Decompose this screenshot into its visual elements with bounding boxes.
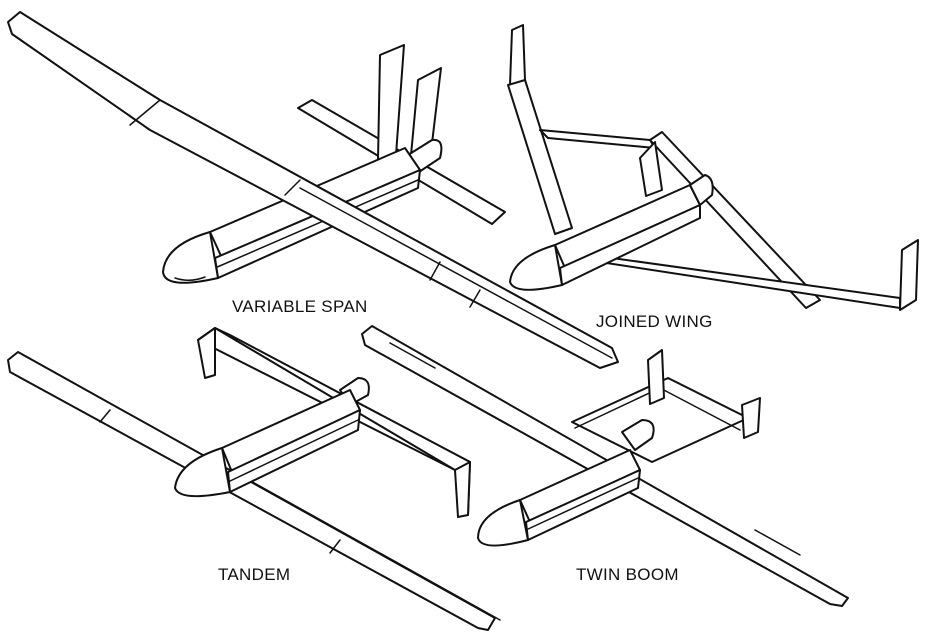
twin-boom-aircraft: TWIN BOOM (361, 325, 849, 607)
twin-boom-label: TWIN BOOM (576, 565, 679, 584)
joined-wing-aircraft: JOINED WING (507, 24, 919, 331)
joined-wing-fuselage (554, 174, 714, 286)
joined-wing-vertical-tail (639, 141, 663, 197)
joined-wing-nose (509, 244, 563, 291)
variable-span-wing (7, 11, 619, 369)
joined-wing-tip-fin (899, 239, 919, 311)
variable-span-label: VARIABLE SPAN (232, 297, 368, 316)
twin-boom-vertical-fins (647, 349, 761, 439)
twin-boom-fuselage (519, 449, 641, 541)
variable-span-nose (162, 231, 219, 284)
variable-span-aircraft: VARIABLE SPAN (7, 11, 619, 369)
twin-boom-nose (477, 499, 529, 547)
joined-wing-label: JOINED WING (596, 312, 713, 331)
variable-span-vertical-fins (377, 44, 442, 167)
tandem-fuselage (221, 389, 361, 493)
twin-boom-engine-pod (621, 419, 655, 451)
joined-wing-front-wing (507, 24, 573, 235)
tandem-nose (174, 447, 231, 498)
joined-wing-rear-wing (539, 129, 901, 309)
tandem-aircraft: TANDEM (7, 327, 501, 631)
tandem-label: TANDEM (218, 565, 290, 584)
tandem-front-wing (7, 351, 501, 631)
